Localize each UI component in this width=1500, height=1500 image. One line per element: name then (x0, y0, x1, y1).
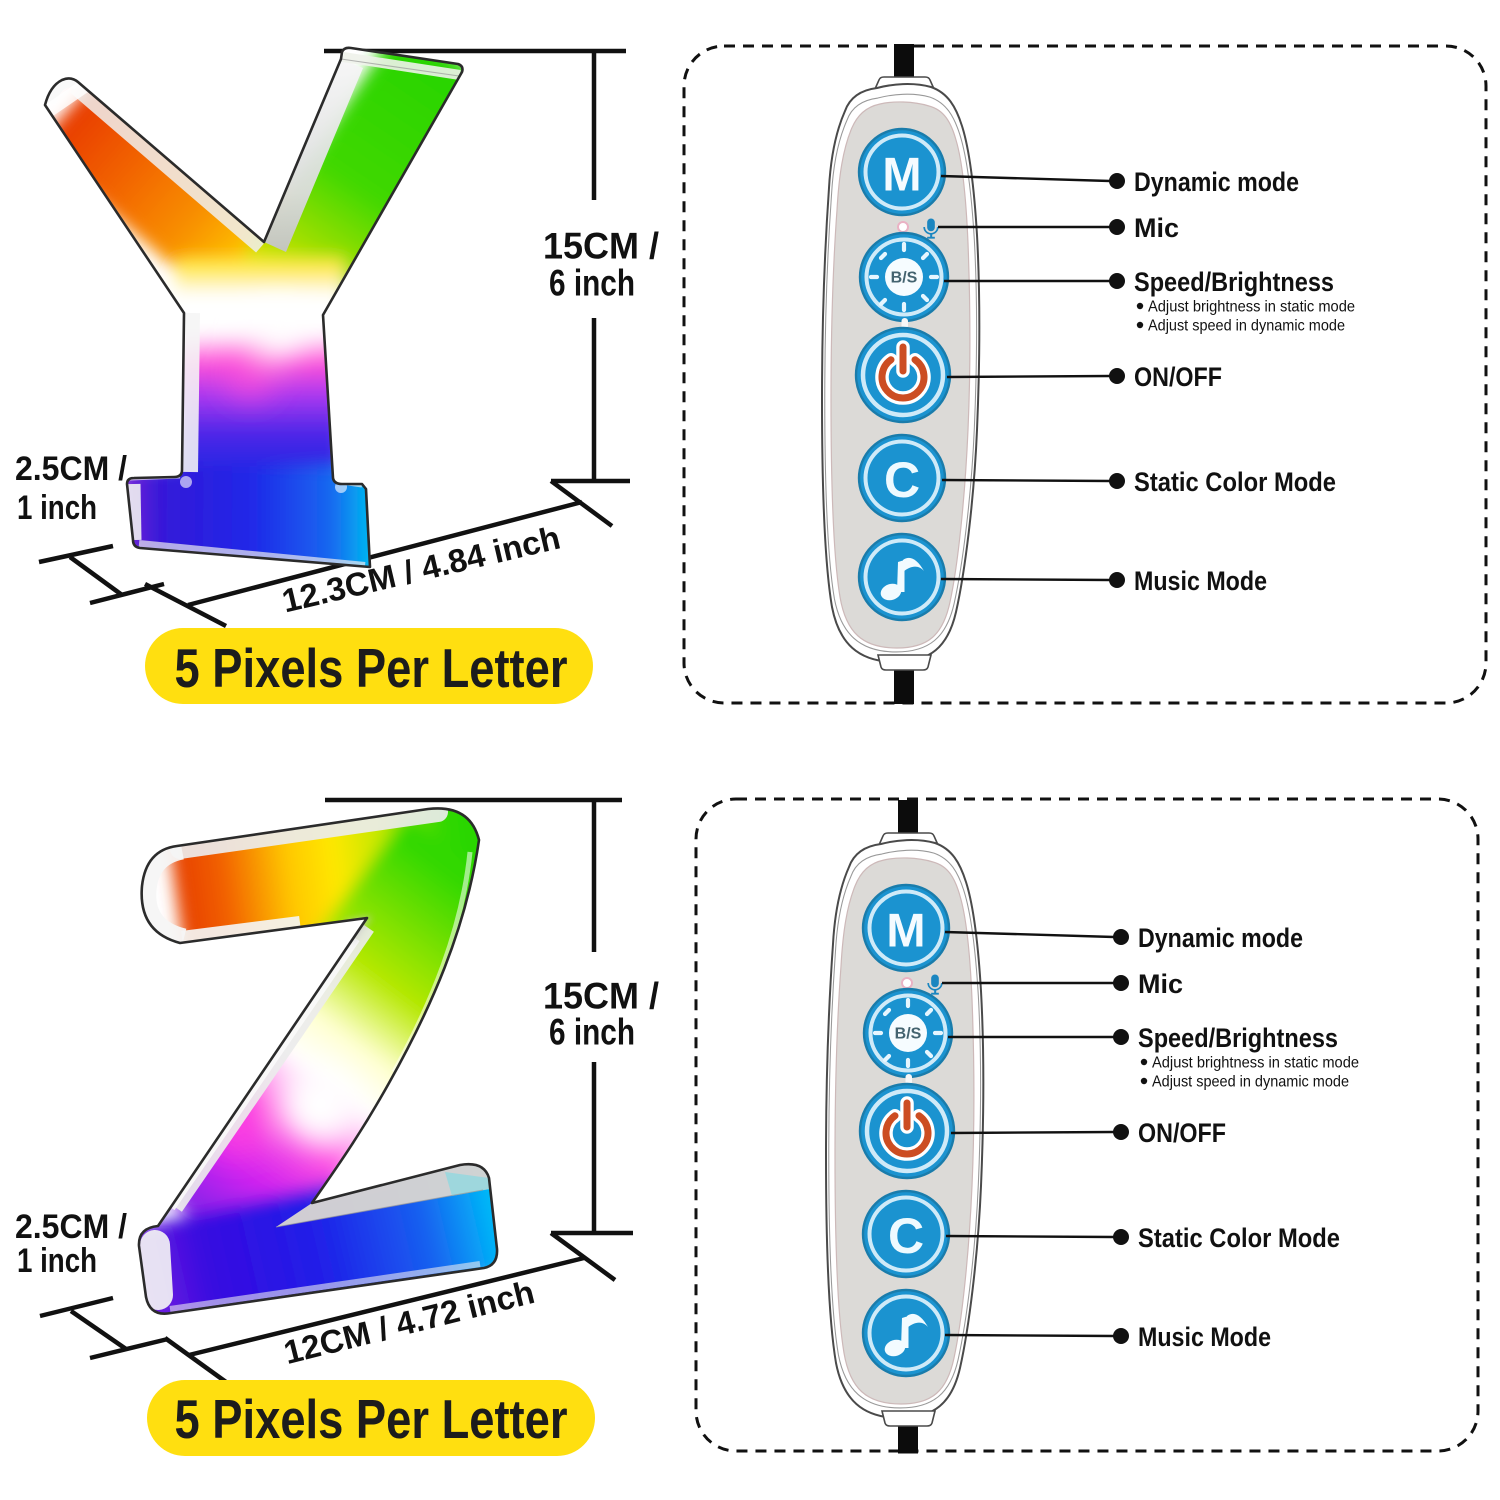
svg-text:15CM /: 15CM / (543, 976, 659, 1017)
svg-text:6 inch: 6 inch (549, 1012, 635, 1053)
svg-text:5 Pixels Per Letter: 5 Pixels Per Letter (175, 637, 568, 699)
svg-text:2.5CM /: 2.5CM / (15, 450, 128, 488)
svg-text:2.5CM /: 2.5CM / (15, 1208, 128, 1246)
svg-text:6 inch: 6 inch (549, 263, 635, 304)
svg-text:1 inch: 1 inch (17, 1242, 97, 1280)
svg-text:15CM /: 15CM / (543, 226, 659, 267)
svg-text:1 inch: 1 inch (17, 489, 97, 527)
svg-text:5 Pixels Per Letter: 5 Pixels Per Letter (175, 1388, 568, 1450)
